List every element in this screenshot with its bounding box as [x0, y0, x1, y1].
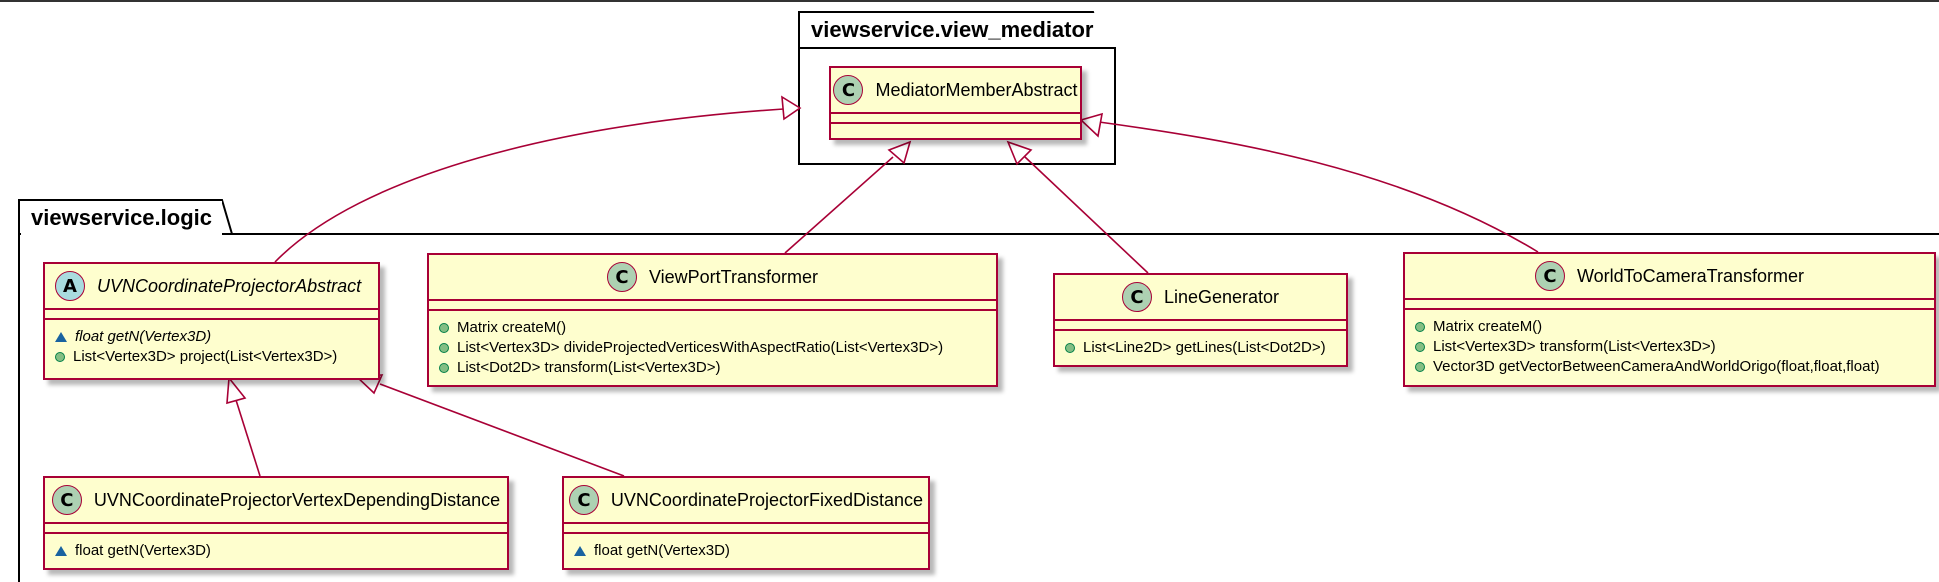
public-visibility-icon [1415, 322, 1425, 332]
edge-linegenerator-to-mediator [1024, 156, 1149, 274]
class-name: LineGenerator [1163, 286, 1280, 307]
class-stereotype-icon: C [606, 262, 637, 292]
class-stereotype-icon: C [51, 485, 82, 515]
class-name: ViewPortTransformer [648, 266, 819, 287]
class-viewport-transformer[interactable]: C ViewPortTransformer Matrix createM() L… [427, 253, 998, 387]
method-row: List<Vertex3D> project(List<Vertex3D>) [55, 347, 368, 367]
method-signature: List<Line2D> getLines(List<Dot2D>) [1083, 339, 1326, 356]
class-name: WorldToCameraTransformer [1576, 265, 1805, 286]
class-fields-compartment [1405, 300, 1934, 310]
package-view-mediator-title: viewservice.view_mediator [801, 13, 1104, 47]
package-visibility-icon [574, 546, 586, 556]
public-visibility-icon [1065, 343, 1075, 353]
class-header: C LineGenerator [1055, 275, 1346, 321]
class-mediator-member-abstract[interactable]: C MediatorMemberAbstract [829, 66, 1082, 140]
public-visibility-icon [55, 352, 65, 362]
class-header: C ViewPortTransformer [429, 255, 996, 301]
class-line-generator[interactable]: C LineGenerator List<Line2D> getLines(Li… [1053, 273, 1348, 367]
public-visibility-icon [1415, 362, 1425, 372]
method-row: float getN(Vertex3D) [55, 327, 368, 347]
class-methods-compartment: float getN(Vertex3D) List<Vertex3D> proj… [45, 320, 378, 374]
class-stereotype-icon: C [1121, 282, 1152, 312]
class-world-to-camera-transformer[interactable]: C WorldToCameraTransformer Matrix create… [1403, 252, 1936, 387]
generalization-arrowhead-viewport [887, 140, 912, 165]
class-fields-compartment [429, 301, 996, 311]
class-header: C WorldToCameraTransformer [1405, 254, 1934, 300]
class-methods-compartment: List<Line2D> getLines(List<Dot2D>) [1055, 331, 1346, 365]
package-view-mediator-outline [798, 11, 1116, 165]
class-fields-compartment [564, 524, 928, 534]
method-signature: float getN(Vertex3D) [594, 542, 730, 559]
edge-uvnvertex-to-uvnabstract [235, 399, 261, 477]
method-row: List<Vertex3D> divideProjectedVerticesWi… [439, 338, 986, 358]
class-name: UVNCoordinateProjectorFixedDistance [610, 489, 924, 510]
class-stereotype-icon: C [833, 75, 864, 105]
class-fields-compartment [45, 310, 378, 320]
class-fields-compartment [45, 524, 507, 534]
method-signature: Vector3D getVectorBetweenCameraAndWorldO… [1433, 358, 1880, 375]
method-row: List<Dot2D> transform(List<Vertex3D>) [439, 358, 986, 378]
class-header: C MediatorMemberAbstract [831, 68, 1080, 114]
method-signature: Matrix createM() [1433, 318, 1543, 335]
class-methods-compartment: Matrix createM() List<Vertex3D> transfor… [1405, 310, 1934, 384]
class-header: C UVNCoordinateProjectorFixedDistance [564, 478, 928, 524]
abstract-stereotype-icon: A [55, 271, 85, 301]
method-signature: float getN(Vertex3D) [75, 328, 212, 345]
public-visibility-icon [439, 363, 449, 373]
public-visibility-icon [439, 323, 449, 333]
edge-viewport-to-mediator [784, 156, 894, 254]
generalization-arrowhead-uvnvertex [226, 375, 247, 405]
class-stereotype-icon: C [1534, 261, 1565, 291]
class-uvn-coordinate-projector-abstract[interactable]: A UVNCoordinateProjectorAbstract float g… [43, 262, 380, 380]
class-header: C UVNCoordinateProjectorVertexDependingD… [45, 478, 507, 524]
method-signature: List<Vertex3D> divideProjectedVerticesWi… [457, 339, 944, 356]
class-methods-compartment: Matrix createM() List<Vertex3D> dividePr… [429, 311, 996, 385]
method-signature: List<Vertex3D> project(List<Vertex3D>) [73, 348, 338, 365]
class-fields-compartment [1055, 321, 1346, 331]
class-methods-compartment [831, 124, 1080, 136]
package-visibility-icon [55, 332, 67, 342]
generalization-arrowhead-uvnabstract [781, 95, 802, 121]
method-signature: float getN(Vertex3D) [75, 542, 211, 559]
method-row: float getN(Vertex3D) [55, 541, 497, 561]
package-visibility-icon [55, 546, 67, 556]
generalization-arrowhead-linegenerator [1006, 140, 1033, 166]
method-row: List<Line2D> getLines(List<Dot2D>) [1065, 338, 1336, 358]
edge-uvnabstract-to-mediator [274, 107, 801, 263]
method-row: Matrix createM() [439, 318, 986, 338]
method-row: float getN(Vertex3D) [574, 541, 918, 561]
class-fields-compartment [831, 114, 1080, 124]
method-signature: Matrix createM() [457, 319, 567, 336]
method-row: Matrix createM() [1415, 317, 1924, 337]
class-stereotype-icon: C [568, 485, 599, 515]
public-visibility-icon [1415, 342, 1425, 352]
method-row: Vector3D getVectorBetweenCameraAndWorldO… [1415, 357, 1924, 377]
method-signature: List<Vertex3D> transform(List<Vertex3D>) [1433, 338, 1716, 355]
class-name: UVNCoordinateProjectorVertexDependingDis… [93, 489, 501, 510]
edge-uvnfixed-to-uvnabstract [379, 383, 625, 477]
method-row: List<Vertex3D> transform(List<Vertex3D>) [1415, 337, 1924, 357]
class-uvn-coordinate-projector-vertex-depending-distance[interactable]: C UVNCoordinateProjectorVertexDependingD… [43, 476, 509, 570]
method-signature: List<Dot2D> transform(List<Vertex3D>) [457, 359, 721, 376]
edge-world-to-mediator [1098, 121, 1539, 253]
class-header: A UVNCoordinateProjectorAbstract [45, 264, 378, 310]
class-methods-compartment: float getN(Vertex3D) [564, 534, 928, 568]
package-logic-title: viewservice.logic [21, 201, 222, 235]
class-name: MediatorMemberAbstract [875, 79, 1078, 100]
package-logic-outline [18, 199, 1939, 582]
class-methods-compartment: float getN(Vertex3D) [45, 534, 507, 568]
public-visibility-icon [439, 343, 449, 353]
class-name: UVNCoordinateProjectorAbstract [97, 275, 362, 296]
class-uvn-coordinate-projector-fixed-distance[interactable]: C UVNCoordinateProjectorFixedDistance fl… [562, 476, 930, 570]
generalization-arrowhead-world [1079, 112, 1104, 138]
